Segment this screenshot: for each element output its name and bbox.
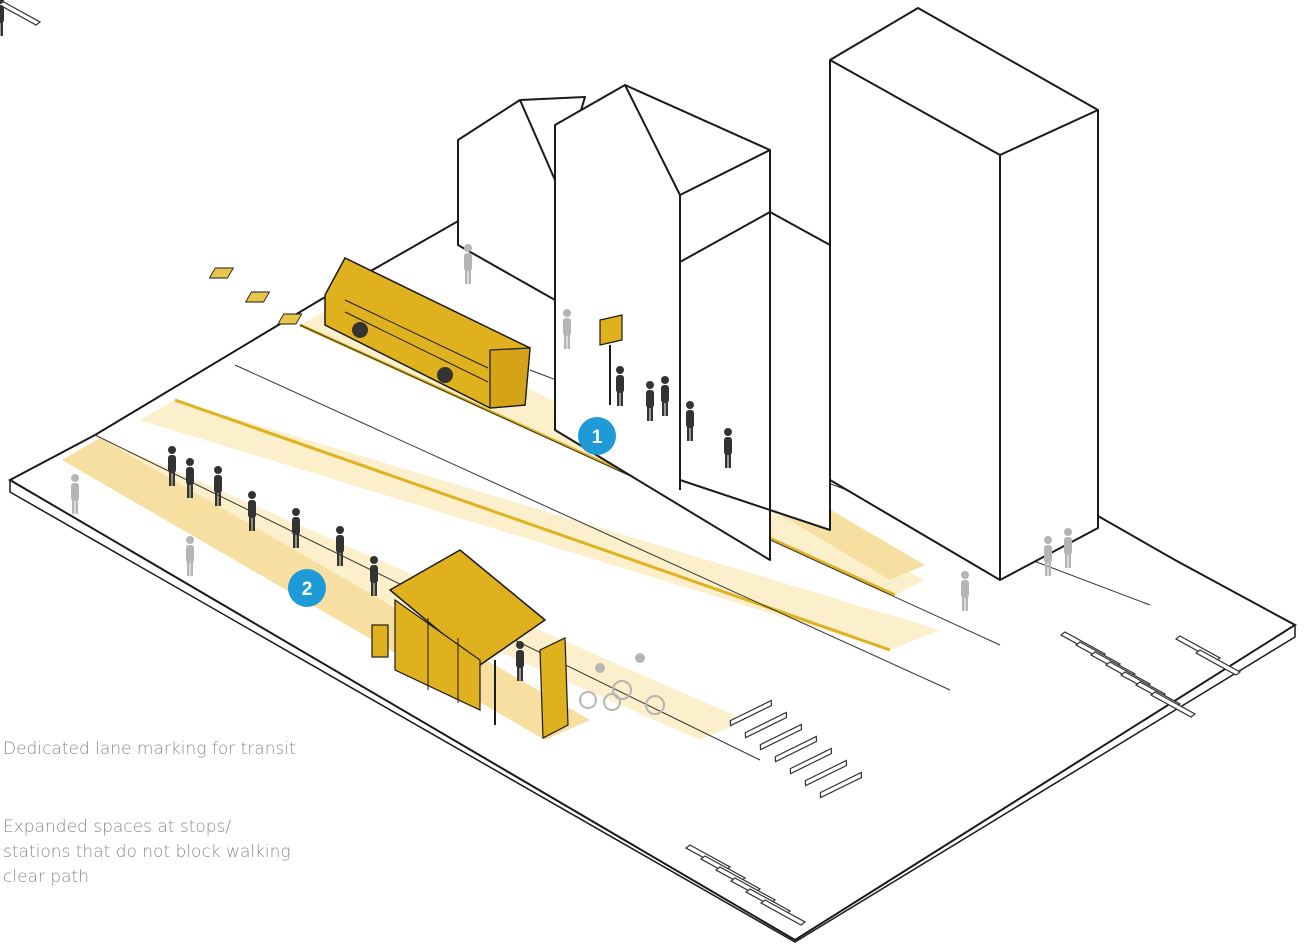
- caption-2: Expanded spaces at stops/ stations that …: [3, 817, 291, 887]
- bus-stop-sign: [599, 314, 623, 405]
- callout-2-number: 2: [302, 579, 313, 600]
- numbered-circle-icon: [578, 417, 616, 455]
- information-pylon: [539, 637, 569, 739]
- pedestrians-dark: [0, 0, 732, 681]
- caption-1: Dedicated lane marking for transit: [3, 739, 296, 759]
- trash-bin: [371, 624, 389, 658]
- crosswalk-right: [0, 0, 1241, 718]
- bus-shelter: [388, 549, 547, 725]
- callout-1-number: 1: [592, 427, 603, 448]
- cyclists: [579, 653, 665, 715]
- bus: [208, 257, 531, 409]
- callout-2: 2: [288, 569, 326, 607]
- building-low: [679, 211, 831, 531]
- callout-1: 1: [578, 417, 616, 455]
- numbered-circle-icon: [288, 569, 326, 607]
- building-tower: [829, 7, 1099, 581]
